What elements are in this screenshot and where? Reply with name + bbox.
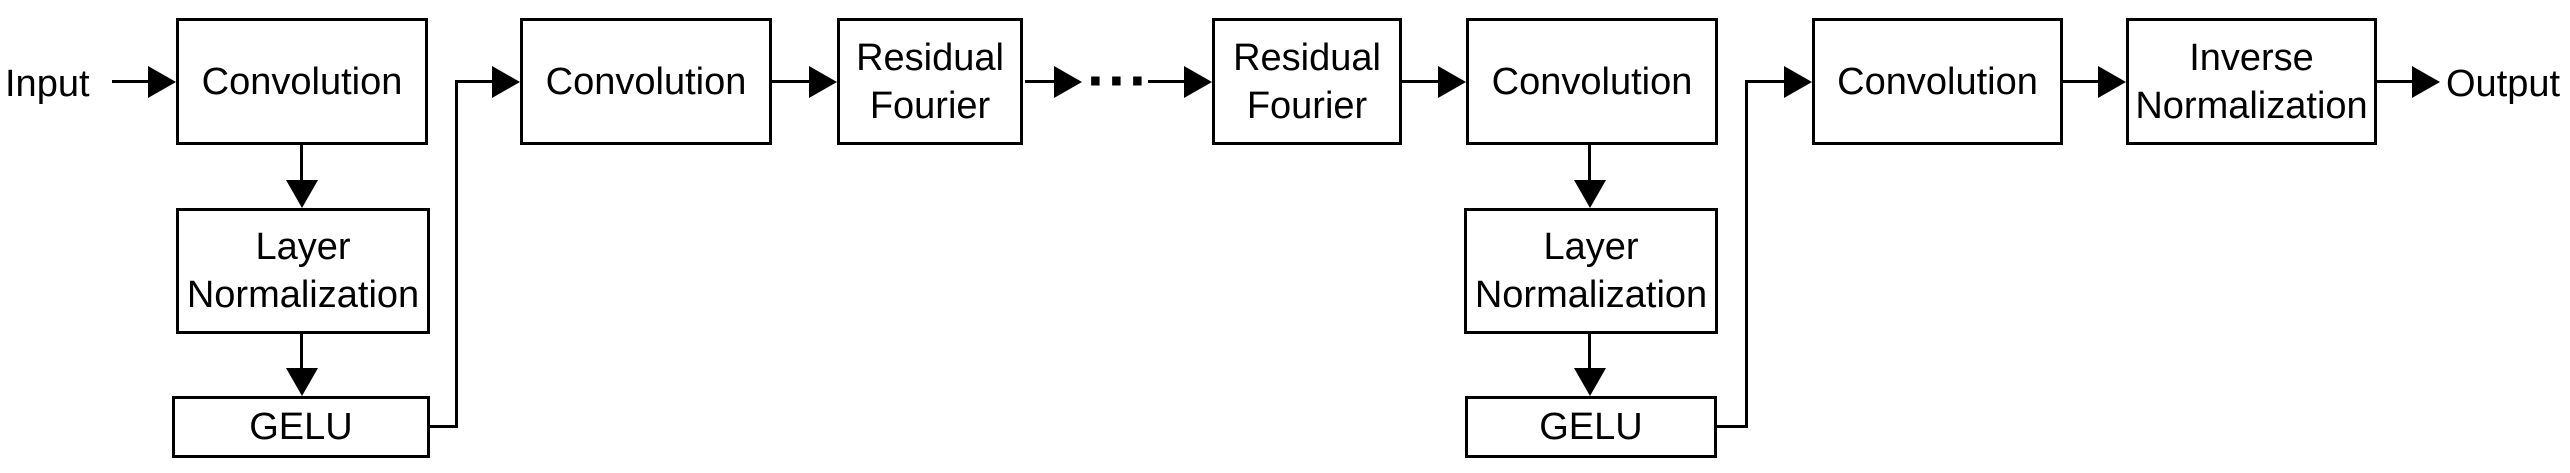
edge-input-to-conv1-arrowhead bbox=[148, 66, 176, 98]
edge-ln1-to-gelu1-arrowhead bbox=[286, 368, 318, 396]
node-layer-normalization-2: Layer Normalization bbox=[1464, 208, 1718, 334]
edge-gelu2-to-conv4-bottom-segment bbox=[1717, 425, 1748, 428]
edge-gelu2-to-conv4-arrowhead bbox=[1784, 66, 1812, 98]
edge-rf1-to-ellipsis-arrowhead bbox=[1054, 66, 1082, 98]
edge-invnorm-to-output-line bbox=[2377, 80, 2417, 83]
edge-conv3-to-ln2-arrowhead bbox=[1574, 180, 1606, 208]
edge-conv4-to-invnorm-line bbox=[2063, 80, 2103, 83]
edge-rf2-to-conv3-line bbox=[1402, 80, 1442, 83]
edge-ellipsis-to-rf2-arrowhead bbox=[1184, 66, 1212, 98]
edge-ln2-to-gelu2-line bbox=[1588, 332, 1591, 372]
ellipsis-dots: ··· bbox=[1087, 47, 1150, 114]
node-residual-fourier-2: Residual Fourier bbox=[1212, 18, 1402, 145]
edge-conv4-to-invnorm-arrowhead bbox=[2098, 66, 2126, 98]
node-convolution-1: Convolution bbox=[176, 18, 428, 145]
node-residual-fourier-1: Residual Fourier bbox=[837, 18, 1023, 145]
node-gelu-2: GELU bbox=[1465, 396, 1717, 458]
edge-input-to-conv1-line bbox=[112, 80, 152, 83]
edge-gelu1-to-conv2-bottom-segment bbox=[430, 425, 458, 428]
edge-conv3-to-ln2-line bbox=[1588, 144, 1591, 184]
node-convolution-4: Convolution bbox=[1812, 18, 2063, 145]
edge-conv1-to-ln1-line bbox=[300, 144, 303, 184]
output-label: Output bbox=[2446, 63, 2561, 105]
input-label: Input bbox=[5, 63, 90, 105]
edge-gelu1-to-conv2-top-segment bbox=[455, 80, 495, 83]
edge-conv1-to-ln1-arrowhead bbox=[286, 180, 318, 208]
node-convolution-2: Convolution bbox=[520, 18, 772, 145]
edge-ellipsis-to-rf2-line bbox=[1148, 80, 1188, 83]
node-layer-normalization-1: Layer Normalization bbox=[176, 208, 430, 334]
edge-rf2-to-conv3-arrowhead bbox=[1438, 66, 1466, 98]
node-inverse-normalization: Inverse Normalization bbox=[2126, 18, 2377, 145]
edge-gelu2-to-conv4-vertical-segment bbox=[1745, 80, 1748, 428]
edge-conv2-to-rf1-arrowhead bbox=[809, 66, 837, 98]
edge-ln2-to-gelu2-arrowhead bbox=[1574, 368, 1606, 396]
node-gelu-1: GELU bbox=[172, 396, 430, 458]
edge-gelu2-to-conv4-top-segment bbox=[1745, 80, 1787, 83]
edge-rf1-to-ellipsis-line bbox=[1025, 80, 1059, 83]
edge-ln1-to-gelu1-line bbox=[300, 332, 303, 372]
edge-conv2-to-rf1-line bbox=[772, 80, 814, 83]
edge-gelu1-to-conv2-arrowhead bbox=[492, 66, 520, 98]
edge-invnorm-to-output-arrowhead bbox=[2412, 66, 2440, 98]
node-convolution-3: Convolution bbox=[1466, 18, 1718, 145]
edge-gelu1-to-conv2-vertical-segment bbox=[455, 80, 458, 428]
